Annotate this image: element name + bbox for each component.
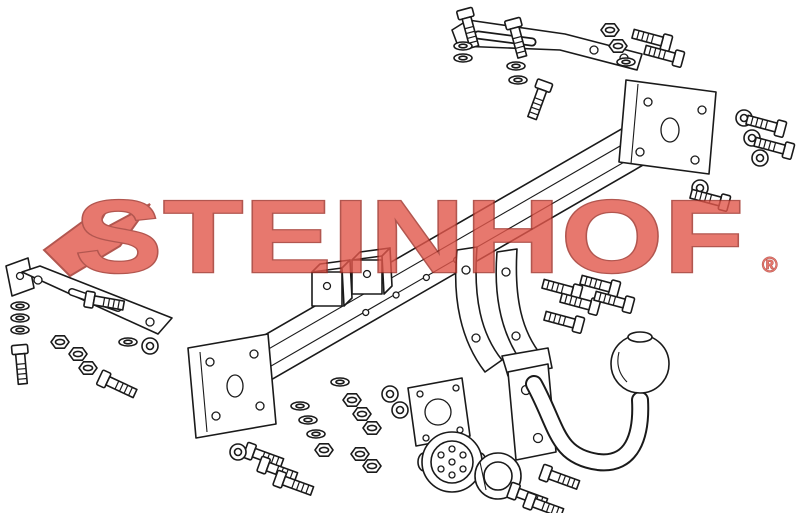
washer-icon — [453, 53, 473, 63]
washer-icon — [298, 415, 318, 425]
bolt-icon — [521, 491, 566, 513]
brand-text: STEINHOF — [75, 179, 745, 294]
washer-icon — [290, 401, 310, 411]
washer-face-icon — [229, 443, 247, 461]
towball-neck — [525, 375, 650, 472]
registered-mark: ® — [762, 254, 778, 277]
washer-icon — [118, 337, 138, 347]
bolt-icon — [542, 307, 586, 335]
towball-icon — [610, 331, 670, 394]
nut-icon — [50, 334, 70, 350]
bolt-icon — [523, 77, 554, 122]
washer-face-icon — [381, 385, 399, 403]
bolt-icon — [537, 463, 582, 494]
washer-icon — [306, 429, 326, 439]
bolt-icon — [95, 368, 140, 402]
washer-icon — [10, 301, 30, 311]
nut-icon — [352, 406, 372, 422]
bolt-icon — [10, 343, 32, 386]
left-side-bracket — [5, 257, 35, 297]
nut-icon — [342, 392, 362, 408]
nut-icon — [314, 442, 334, 458]
washer-face-icon — [391, 401, 409, 419]
nut-icon — [362, 420, 382, 436]
washer-face-icon — [751, 149, 769, 167]
brand-swoosh — [42, 199, 151, 278]
socket-icon — [417, 431, 487, 493]
washer-icon — [10, 325, 30, 335]
nut-icon — [68, 346, 88, 362]
washer-icon — [10, 313, 30, 323]
washer-face-icon — [141, 337, 159, 355]
nut-icon — [608, 38, 628, 54]
right-end-plate — [618, 79, 717, 175]
brand-watermark: STEINHOF ® — [42, 178, 779, 295]
washer-icon — [506, 61, 526, 71]
spacer-plate-left — [311, 259, 353, 307]
nut-icon — [600, 22, 620, 38]
washer-icon — [330, 377, 350, 387]
washer-icon — [508, 75, 528, 85]
socket-mounting-plate — [407, 377, 471, 447]
left-end-plate — [187, 333, 277, 439]
spacer-plate-right — [351, 247, 393, 295]
nut-icon — [362, 458, 382, 474]
washer-icon — [616, 57, 636, 67]
nut-icon — [78, 360, 98, 376]
washer-icon — [453, 41, 473, 51]
nut-icon — [350, 446, 370, 462]
